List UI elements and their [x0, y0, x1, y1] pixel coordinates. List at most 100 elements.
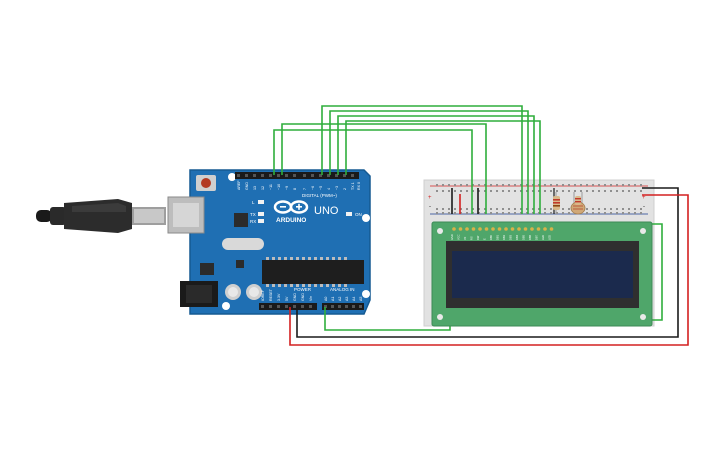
- breadboard-hole[interactable]: [604, 208, 606, 210]
- breadboard-hole[interactable]: [484, 212, 486, 214]
- breadboard-hole[interactable]: [472, 190, 474, 192]
- breadboard-hole[interactable]: [586, 212, 588, 214]
- breadboard-hole[interactable]: [454, 208, 456, 210]
- breadboard-hole[interactable]: [520, 208, 522, 210]
- breadboard-hole[interactable]: [622, 212, 624, 214]
- breadboard-hole[interactable]: [634, 184, 636, 186]
- breadboard-hole[interactable]: [502, 212, 504, 214]
- breadboard-hole[interactable]: [532, 212, 534, 214]
- breadboard-hole[interactable]: [502, 190, 504, 192]
- breadboard-hole[interactable]: [436, 190, 438, 192]
- lcd-pin[interactable]: [523, 227, 528, 231]
- breadboard-hole[interactable]: [508, 190, 510, 192]
- breadboard-hole[interactable]: [592, 212, 594, 214]
- breadboard-hole[interactable]: [466, 184, 468, 186]
- breadboard-hole[interactable]: [496, 184, 498, 186]
- breadboard-hole[interactable]: [592, 208, 594, 210]
- usb-cable[interactable]: [36, 199, 166, 233]
- breadboard-hole[interactable]: [598, 184, 600, 186]
- breadboard-hole[interactable]: [562, 208, 564, 210]
- breadboard-hole[interactable]: [502, 184, 504, 186]
- breadboard-hole[interactable]: [508, 212, 510, 214]
- breadboard-hole[interactable]: [460, 212, 462, 214]
- lcd-pin[interactable]: [452, 227, 456, 231]
- lcd-pin[interactable]: [484, 227, 489, 231]
- breadboard-hole[interactable]: [526, 184, 528, 186]
- breadboard-hole[interactable]: [544, 184, 546, 186]
- arduino-uno-board[interactable]: ON L TX RX ARDUINO UNO AREF GND: [167, 169, 371, 315]
- lcd-pin[interactable]: [510, 227, 515, 231]
- breadboard-hole[interactable]: [562, 190, 564, 192]
- breadboard-hole[interactable]: [442, 212, 444, 214]
- breadboard-hole[interactable]: [628, 190, 630, 192]
- breadboard-hole[interactable]: [556, 184, 558, 186]
- lcd-pin[interactable]: [517, 227, 521, 231]
- breadboard-hole[interactable]: [616, 212, 618, 214]
- breadboard-hole[interactable]: [514, 184, 516, 186]
- breadboard-hole[interactable]: [538, 208, 540, 210]
- power-wires[interactable]: [289, 187, 689, 346]
- breadboard-hole[interactable]: [634, 190, 636, 192]
- breadboard-hole[interactable]: [538, 190, 540, 192]
- breadboard-hole[interactable]: [472, 212, 474, 214]
- lcd-pin[interactable]: [536, 227, 541, 231]
- breadboard-hole[interactable]: [592, 184, 594, 186]
- breadboard-hole[interactable]: [466, 208, 468, 210]
- breadboard-hole[interactable]: [460, 190, 462, 192]
- breadboard-hole[interactable]: [532, 184, 534, 186]
- wire-green[interactable]: [321, 105, 523, 214]
- reset-button[interactable]: [196, 175, 216, 191]
- breadboard-hole[interactable]: [442, 208, 444, 210]
- breadboard-hole[interactable]: [568, 184, 570, 186]
- breadboard-hole[interactable]: [640, 190, 642, 192]
- wire-5v[interactable]: [289, 194, 689, 346]
- breadboard-hole[interactable]: [526, 212, 528, 214]
- breadboard-hole[interactable]: [496, 212, 498, 214]
- breadboard-hole[interactable]: [610, 208, 612, 210]
- breadboard-hole[interactable]: [526, 208, 528, 210]
- wire-green[interactable]: [329, 110, 529, 214]
- breadboard-hole[interactable]: [586, 184, 588, 186]
- breadboard-hole[interactable]: [526, 190, 528, 192]
- breadboard-hole[interactable]: [454, 212, 456, 214]
- power-pin-header[interactable]: [259, 303, 317, 310]
- breadboard-hole[interactable]: [520, 212, 522, 214]
- breadboard-hole[interactable]: [454, 190, 456, 192]
- analog-pin-header[interactable]: [322, 303, 364, 310]
- breadboard-hole[interactable]: [598, 208, 600, 210]
- breadboard-hole[interactable]: [622, 208, 624, 210]
- breadboard-hole[interactable]: [502, 208, 504, 210]
- breadboard-hole[interactable]: [532, 208, 534, 210]
- breadboard-hole[interactable]: [604, 190, 606, 192]
- breadboard-hole[interactable]: [616, 190, 618, 192]
- breadboard-hole[interactable]: [472, 184, 474, 186]
- breadboard-hole[interactable]: [604, 212, 606, 214]
- breadboard-hole[interactable]: [544, 208, 546, 210]
- breadboard-hole[interactable]: [442, 184, 444, 186]
- breadboard-hole[interactable]: [466, 190, 468, 192]
- breadboard-hole[interactable]: [628, 184, 630, 186]
- breadboard-hole[interactable]: [634, 212, 636, 214]
- digital-pin-header[interactable]: [235, 172, 359, 179]
- breadboard-hole[interactable]: [508, 184, 510, 186]
- lcd-pin[interactable]: [458, 227, 463, 231]
- breadboard-hole[interactable]: [640, 208, 642, 210]
- breadboard-hole[interactable]: [538, 184, 540, 186]
- lcd-pin[interactable]: [530, 227, 534, 231]
- breadboard-hole[interactable]: [478, 184, 480, 186]
- breadboard-hole[interactable]: [550, 184, 552, 186]
- wire-gnd[interactable]: [296, 187, 679, 338]
- breadboard-hole[interactable]: [538, 212, 540, 214]
- breadboard-hole[interactable]: [604, 184, 606, 186]
- breadboard-hole[interactable]: [610, 212, 612, 214]
- breadboard-hole[interactable]: [556, 212, 558, 214]
- breadboard-hole[interactable]: [436, 212, 438, 214]
- breadboard-hole[interactable]: [562, 184, 564, 186]
- lcd-pin[interactable]: [504, 227, 508, 231]
- breadboard-hole[interactable]: [562, 212, 564, 214]
- breadboard-hole[interactable]: [478, 208, 480, 210]
- breadboard-hole[interactable]: [610, 184, 612, 186]
- breadboard-hole[interactable]: [508, 208, 510, 210]
